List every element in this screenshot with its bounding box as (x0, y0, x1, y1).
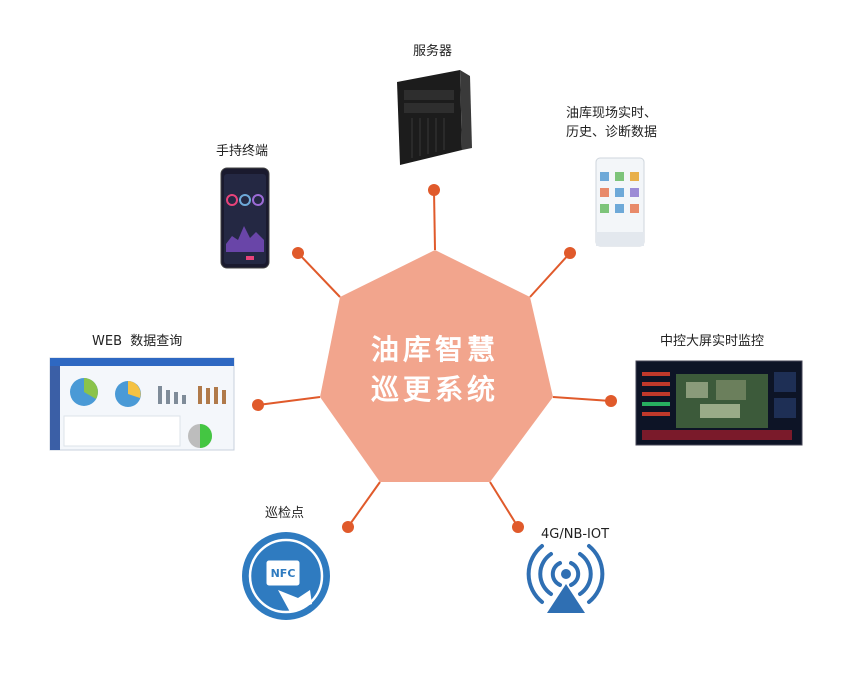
web-label: WEB 数据查询 (92, 334, 183, 349)
spoke-screen (552, 396, 612, 402)
web-dashboard-icon (49, 357, 235, 451)
dot-nfc (342, 521, 354, 533)
nfc-badge: NFC (270, 567, 296, 580)
dot-data (564, 247, 576, 259)
dashboard-screen-icon (635, 360, 803, 446)
spoke-data (529, 252, 571, 298)
server-label: 服务器 (413, 44, 453, 59)
wireless-signal-icon (526, 544, 605, 604)
signal-source-icon (561, 569, 571, 579)
center-title: 油库智慧 巡更系统 (330, 330, 540, 410)
dot-screen (605, 395, 617, 407)
dot-web (252, 399, 264, 411)
data-label-line1: 油库现场实时、 (566, 106, 658, 121)
nfc-label: 巡检点 (265, 506, 305, 521)
spoke-web (257, 396, 321, 406)
smartphone-icon (220, 167, 270, 269)
dot-iot (512, 521, 524, 533)
tablet-app-icon (595, 157, 645, 247)
center-title-line2: 巡更系统 (370, 373, 499, 406)
spoke-server (433, 189, 436, 251)
nfc-tag-icon (242, 532, 330, 620)
iot-label: 4G/NB-IOT (541, 527, 610, 542)
dot-handheld (292, 247, 304, 259)
screen-label: 中控大屏实时监控 (660, 334, 765, 349)
spokes (257, 189, 612, 528)
center-heptagon (320, 250, 553, 482)
server-tower-icon (397, 70, 472, 165)
spoke-nfc (347, 481, 381, 528)
data-label-line2: 历史、诊断数据 (566, 125, 658, 140)
handheld-label: 手持终端 (216, 144, 269, 159)
center-title-line1: 油库智慧 (370, 333, 499, 366)
dot-server (428, 184, 440, 196)
spoke-iot (489, 481, 519, 528)
antenna-icon (547, 584, 585, 613)
spoke-dots (252, 184, 617, 533)
spoke-handheld (297, 252, 341, 298)
